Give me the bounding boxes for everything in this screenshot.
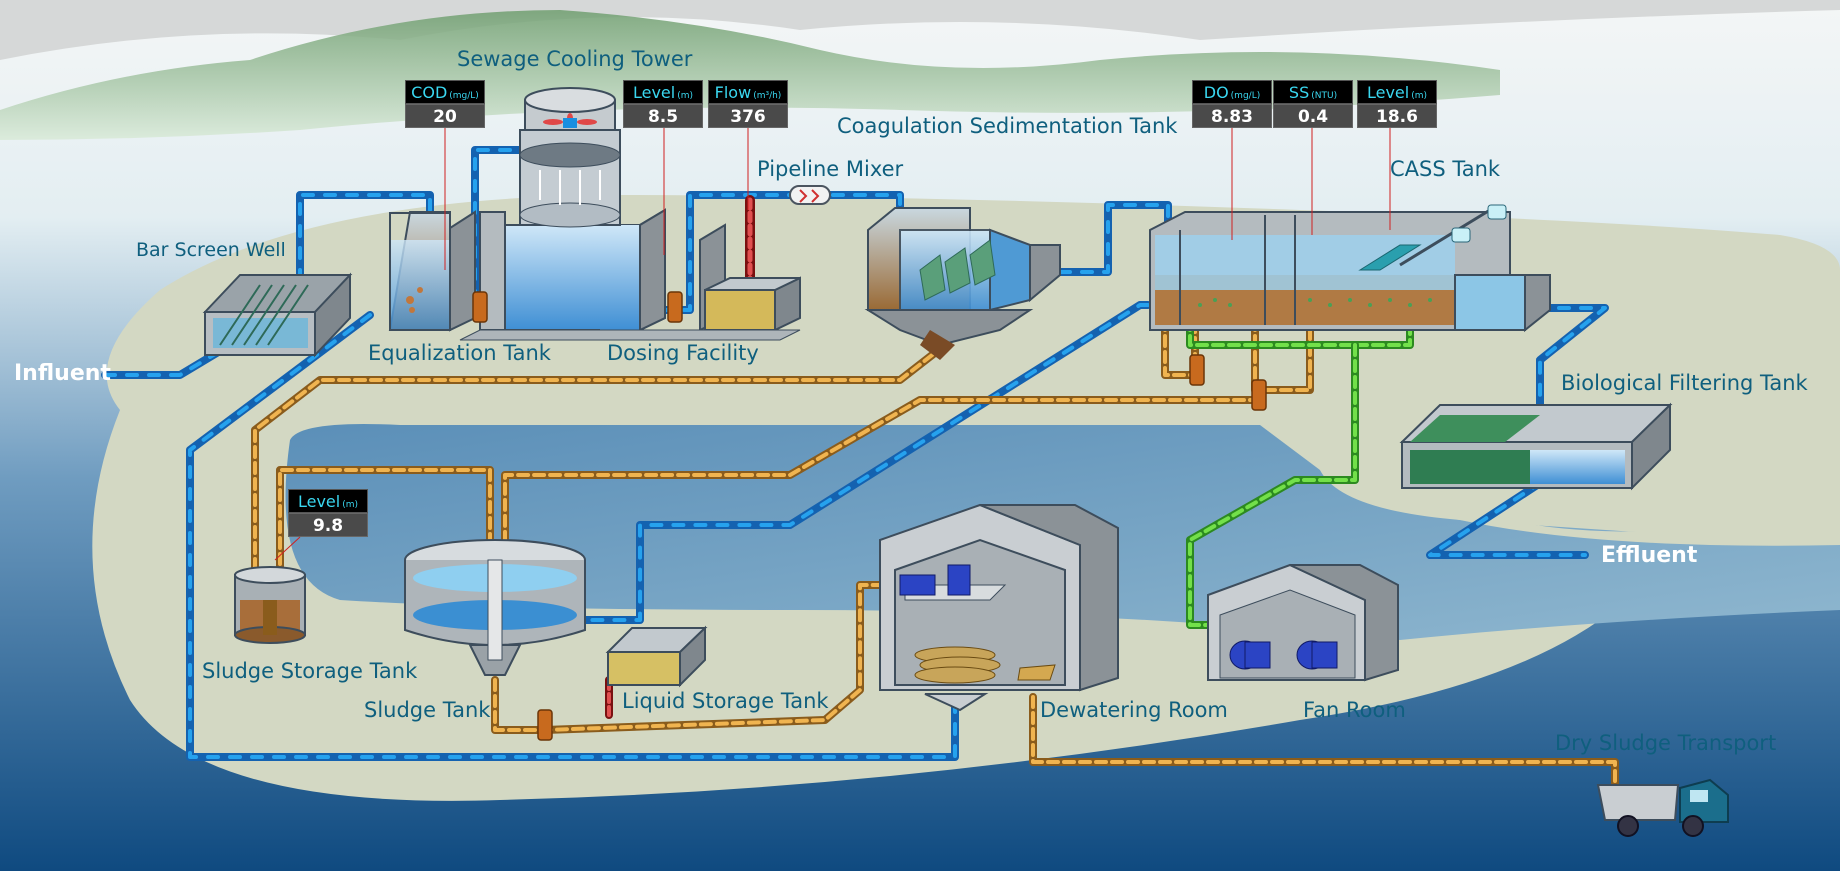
- meter-name: Level: [297, 492, 341, 511]
- dry-sludge-truck[interactable]: [1596, 778, 1729, 837]
- meter-value: 18.6: [1357, 104, 1437, 128]
- coagulation-sedimentation-tank-label: Coagulation Sedimentation Tank: [837, 114, 1178, 138]
- meter-value: 376: [708, 104, 788, 128]
- equalization-tank[interactable]: [388, 210, 476, 332]
- level-meter-cass[interactable]: Level(m) 18.6: [1357, 80, 1437, 128]
- meter-unit: (mg/L): [1230, 91, 1261, 101]
- sewage-cooling-tower-label: Sewage Cooling Tower: [457, 47, 693, 71]
- dewatering-room[interactable]: [879, 503, 1119, 712]
- pipeline-mixer-label: Pipeline Mixer: [757, 157, 904, 181]
- sludge-tank-label: Sludge Tank: [364, 698, 491, 722]
- dosing-facility[interactable]: [459, 223, 801, 341]
- meter-value: 8.83: [1192, 104, 1272, 128]
- influent-label: Influent: [14, 361, 111, 386]
- meter-unit: (m³/h): [753, 91, 782, 101]
- liquid-storage-tank-label: Liquid Storage Tank: [622, 689, 829, 713]
- sludge-tank[interactable]: [404, 539, 586, 676]
- dry-sludge-transport-label: Dry Sludge Transport: [1555, 731, 1777, 755]
- dewatering-room-label: Dewatering Room: [1040, 698, 1228, 722]
- meter-name: Flow: [714, 83, 752, 102]
- cass-tank[interactable]: [1149, 204, 1551, 333]
- meter-name: Level: [1366, 83, 1410, 102]
- pipeline-mixer[interactable]: [789, 185, 831, 205]
- equalization-tank-label: Equalization Tank: [368, 341, 551, 365]
- meter-name: DO: [1203, 83, 1229, 102]
- meter-value: 20: [405, 104, 485, 128]
- meter-value: 0.4: [1273, 104, 1353, 128]
- do-meter[interactable]: DO(mg/L) 8.83: [1192, 80, 1272, 128]
- biological-filtering-tank-label: Biological Filtering Tank: [1561, 371, 1808, 395]
- fan-room-label: Fan Room: [1303, 698, 1406, 722]
- ss-meter[interactable]: SS(NTU) 0.4: [1273, 80, 1353, 128]
- bar-screen-well[interactable]: [202, 272, 353, 358]
- bar-screen-well-label: Bar Screen Well: [136, 239, 286, 261]
- meter-name: COD: [411, 83, 448, 102]
- meter-unit: (NTU): [1311, 91, 1338, 101]
- sludge-storage-tank-label: Sludge Storage Tank: [202, 659, 418, 683]
- pump[interactable]: [472, 291, 1267, 741]
- meter-leaders: [274, 126, 1391, 561]
- cass-tank-label: CASS Tank: [1390, 157, 1501, 181]
- meter-value: 8.5: [623, 104, 703, 128]
- level-meter-equalization[interactable]: Level(m) 8.5: [623, 80, 703, 128]
- meter-name: Level: [632, 83, 676, 102]
- meter-unit: (mg/L): [449, 91, 479, 101]
- sludge-storage-tank[interactable]: [234, 566, 306, 644]
- green-hill: [0, 10, 1500, 140]
- cod-meter[interactable]: COD(mg/L) 20: [405, 80, 485, 128]
- coagulation-sedimentation-tank[interactable]: [864, 207, 1061, 360]
- level-meter-sludge[interactable]: Level(m) 9.8: [288, 489, 368, 537]
- liquid-storage-tank[interactable]: [605, 625, 708, 688]
- meter-value: 9.8: [288, 513, 368, 537]
- fan-room[interactable]: [1207, 563, 1399, 682]
- dosing-facility-label: Dosing Facility: [607, 341, 759, 365]
- flow-meter[interactable]: Flow(m³/h) 376: [708, 80, 788, 128]
- meter-unit: (m): [1411, 91, 1428, 101]
- biological-filtering-tank[interactable]: [1399, 402, 1673, 491]
- meter-unit: (m): [677, 91, 694, 101]
- meter-name: SS: [1288, 83, 1310, 102]
- sewage-cooling-tower[interactable]: [479, 87, 666, 332]
- meter-unit: (m): [342, 500, 359, 510]
- effluent-label: Effluent: [1601, 543, 1698, 568]
